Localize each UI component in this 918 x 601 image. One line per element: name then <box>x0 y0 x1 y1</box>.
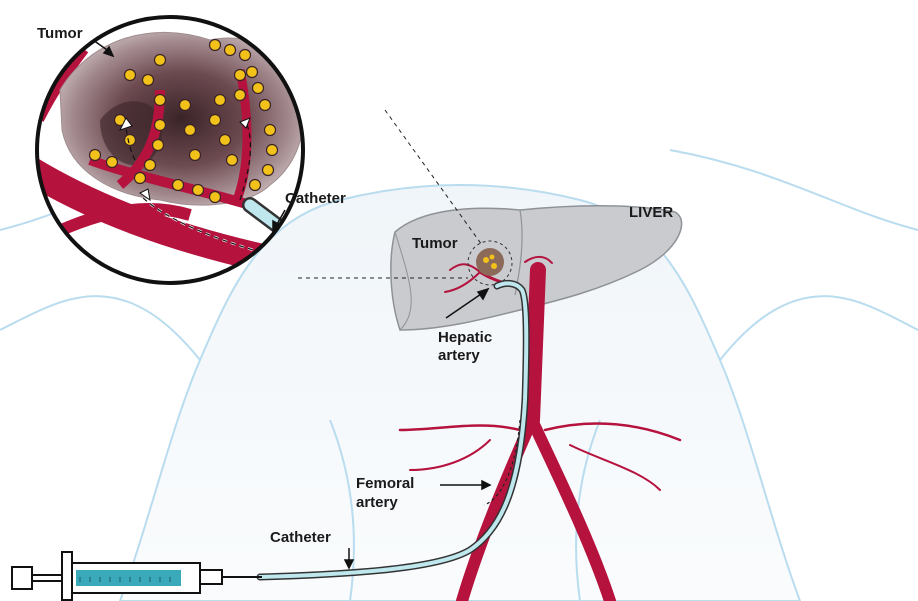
liver-label: LIVER <box>629 204 673 221</box>
femoral-artery-label-line2: artery <box>356 494 398 511</box>
inset-catheter-label: Catheter <box>285 190 346 207</box>
hepatic-artery-label-line2: artery <box>438 347 480 364</box>
hepatic-artery-label-line1: Hepatic <box>438 329 492 346</box>
bottom-catheter-label: Catheter <box>270 529 331 546</box>
liver-tumor-label: Tumor <box>412 235 458 252</box>
inset-tumor-label: Tumor <box>37 25 83 42</box>
femoral-artery-label-line1: Femoral <box>356 475 414 492</box>
